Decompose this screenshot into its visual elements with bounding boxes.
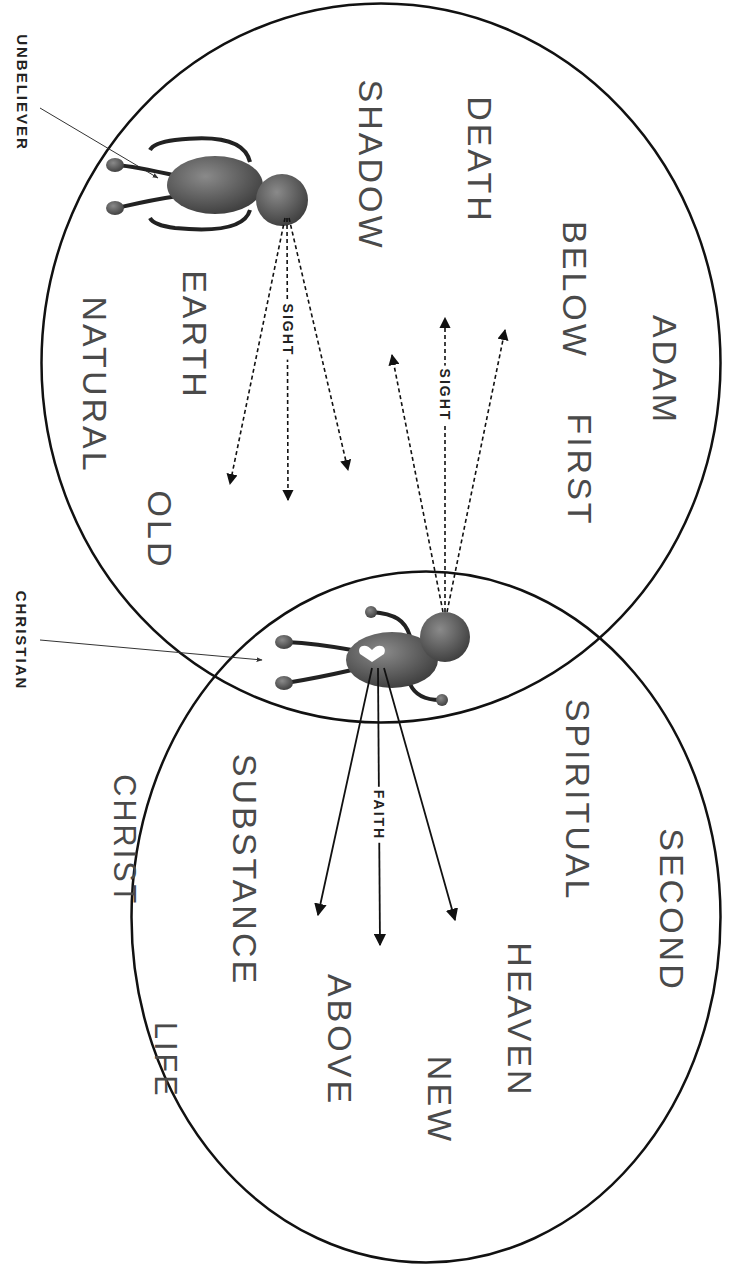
callout-label: CHRISTIAN <box>13 587 32 693</box>
region-word: NATURAL <box>78 296 112 473</box>
arrow-label: SIGHT <box>279 301 297 360</box>
sight-arrows <box>230 218 348 500</box>
region-word: SECOND <box>655 828 689 991</box>
region-word: NEW <box>423 1056 457 1144</box>
region-word: FIRST <box>563 413 597 526</box>
region-word: ADAM <box>648 315 682 425</box>
region-word: ABOVE <box>323 974 357 1106</box>
callout-label: UNBELIEVER <box>13 31 32 154</box>
region-word: SPIRITUAL <box>561 699 595 902</box>
region-word: SHADOW <box>353 80 387 251</box>
sight-arrows <box>392 318 505 612</box>
region-word: LIFE <box>150 1022 181 1099</box>
region-word: SUBSTANCE <box>228 754 262 986</box>
arrow-label: FAITH <box>370 787 388 843</box>
region-word: HEAVEN <box>503 942 537 1097</box>
leader-line <box>40 640 262 660</box>
arrow-label: SIGHT <box>436 366 454 425</box>
faith-arrows <box>318 668 455 945</box>
circle-region: ADAM DEATH BELOW SHADOW FIRST EARTH NATURAL OLD <box>40 2 722 724</box>
unbeliever-figure <box>106 138 308 229</box>
region-word: CHRIST <box>110 774 141 906</box>
region-word: BELOW <box>558 221 592 359</box>
region-word: EARTH <box>178 270 212 400</box>
christian-figure <box>275 606 470 706</box>
region-word: OLD <box>143 491 177 570</box>
region-word: DEATH <box>463 96 497 224</box>
